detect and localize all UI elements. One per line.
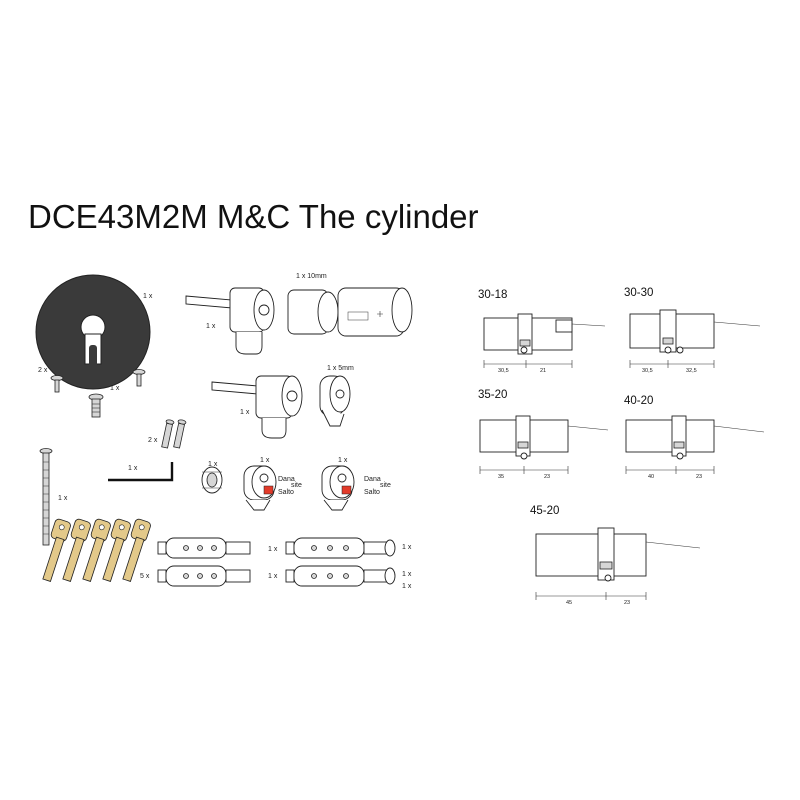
clutch-a-icon xyxy=(243,465,277,511)
variant-35-20: 35-20 35 23 xyxy=(478,389,609,480)
dim-left: 35 xyxy=(498,474,504,480)
rosette-qty: 1 x xyxy=(143,293,153,300)
dim-left: 30,5 xyxy=(498,368,509,374)
variant-label: 45-20 xyxy=(530,505,559,517)
clutch-a-qty: 1 x xyxy=(260,457,270,464)
variant-label: 30-18 xyxy=(478,289,507,301)
clutch-a-site: site xyxy=(291,482,302,489)
clutch-a-salto: Salto xyxy=(278,489,294,496)
clutch-nut-icon xyxy=(201,466,223,494)
rosette-plate xyxy=(35,274,151,390)
cam-mid-qty: 1 x xyxy=(240,409,250,416)
dim-right: 23 xyxy=(544,474,550,480)
page-title: DCE43M2M M&C The cylinder xyxy=(28,198,479,235)
pin-f-qty: 1 x xyxy=(402,583,412,590)
long-bolt-qty: 1 x xyxy=(58,495,68,502)
allen-wrench-icon xyxy=(108,462,174,482)
clutch-b-site: site xyxy=(380,482,391,489)
screw-icon xyxy=(50,369,146,393)
screw-single-qty: 1 x xyxy=(110,385,120,392)
cam-mid-assembly xyxy=(211,375,351,439)
variant-label: 40-20 xyxy=(624,395,653,407)
key-set-icon xyxy=(42,518,151,582)
dim-right: 32,5 xyxy=(686,368,697,374)
variant-45-20: 45-20 45 23 xyxy=(530,505,701,606)
cam-top-label: 1 x 10mm xyxy=(296,273,327,280)
dim-left: 45 xyxy=(566,600,572,606)
dim-left: 30,5 xyxy=(642,368,653,374)
pin-c-qty: 5 x xyxy=(140,573,150,580)
screw-pair-qty: 2 x xyxy=(38,367,48,374)
clutch-b-qty: 1 x xyxy=(338,457,348,464)
variant-label: 30-30 xyxy=(624,287,653,299)
cam-top-assembly xyxy=(185,287,413,355)
clutch-b-dana: Dana xyxy=(364,476,381,483)
variant-30-30: 30-30 30,5 32,5 xyxy=(624,287,761,374)
long-bolt-icon xyxy=(39,448,53,546)
clutch-b-salto: Salto xyxy=(364,489,380,496)
pin-b-qty: 1 x xyxy=(402,544,412,551)
dim-left: 40 xyxy=(648,474,654,480)
clutch-a-dana: Dana xyxy=(278,476,295,483)
dim-right: 23 xyxy=(696,474,702,480)
hex-screw-icon xyxy=(161,419,187,449)
pin-e-qty: 1 x xyxy=(402,571,412,578)
hex-screws-qty: 2 x xyxy=(148,437,158,444)
dim-right: 23 xyxy=(624,600,630,606)
clutch-small-qty: 1 x xyxy=(208,461,218,468)
cam-mid-label: 1 x 5mm xyxy=(327,365,354,372)
variant-30-18: 30-18 30,5 21 xyxy=(478,289,606,374)
spindle-pin-icon xyxy=(157,537,396,587)
screw-single-icon xyxy=(88,393,104,418)
wrench-qty: 1 x xyxy=(128,465,138,472)
dim-right: 21 xyxy=(540,368,546,374)
pin-a-qty: 1 x xyxy=(268,546,278,553)
variant-40-20: 40-20 40 23 xyxy=(624,395,765,480)
variant-label: 35-20 xyxy=(478,389,507,401)
clutch-b-icon xyxy=(321,465,355,511)
cam-top-qty: 1 x xyxy=(206,323,216,330)
pin-d-qty: 1 x xyxy=(268,573,278,580)
